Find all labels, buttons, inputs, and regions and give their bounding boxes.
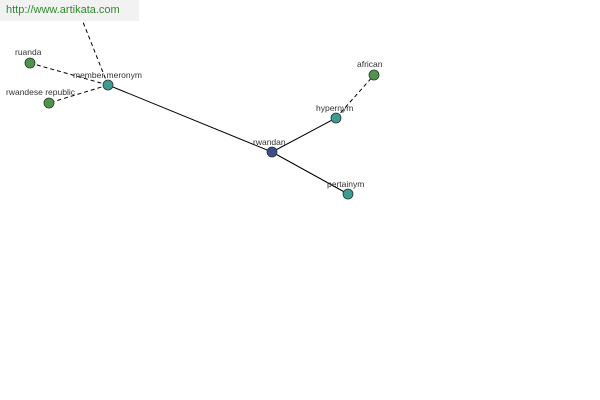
edges-layer <box>29 21 375 195</box>
node-label-rwandan: rwandan <box>253 137 286 147</box>
site-url-link[interactable]: http://www.artikata.com <box>6 4 120 16</box>
node-rwandan[interactable]: rwandan <box>253 137 286 158</box>
node-label-member-meronym: member meronym <box>73 70 142 80</box>
node-dot-rwandan[interactable] <box>266 146 278 158</box>
node-member-meronym[interactable]: member meronym <box>73 70 142 91</box>
node-dot-ruanda[interactable] <box>24 57 36 69</box>
edge-member-meronym-to-offscreen-top <box>82 21 109 86</box>
edge-rwandan-to-member-meronym <box>107 84 273 153</box>
node-label-african: african <box>357 59 383 69</box>
edge-hypernym-to-african <box>335 74 375 119</box>
node-rwandese-republic[interactable]: rwandese republic <box>6 87 76 109</box>
node-dot-rwandese-republic[interactable] <box>43 97 55 109</box>
node-dot-pertainym[interactable] <box>342 188 354 200</box>
edge-member-meronym-to-rwandese-republic <box>48 84 109 104</box>
edge-rwandan-to-hypernym <box>271 117 337 153</box>
node-ruanda[interactable]: ruanda <box>15 47 42 69</box>
node-label-pertainym: pertainym <box>327 179 364 189</box>
site-url-banner[interactable]: http://www.artikata.com <box>0 0 139 21</box>
node-african[interactable]: african <box>357 59 383 81</box>
node-label-rwandese-republic: rwandese republic <box>6 87 76 97</box>
edge-rwandan-to-pertainym <box>271 151 349 195</box>
node-hypernym[interactable]: hypernym <box>316 103 353 124</box>
node-pertainym[interactable]: pertainym <box>327 179 364 200</box>
nodes-layer: rwandan member meronym hypernym pertainym ru… <box>6 47 383 200</box>
node-dot-hypernym[interactable] <box>330 112 342 124</box>
node-dot-member-meronym[interactable] <box>102 79 114 91</box>
node-dot-african[interactable] <box>368 69 380 81</box>
node-label-ruanda: ruanda <box>15 47 42 57</box>
node-label-hypernym: hypernym <box>316 103 353 113</box>
